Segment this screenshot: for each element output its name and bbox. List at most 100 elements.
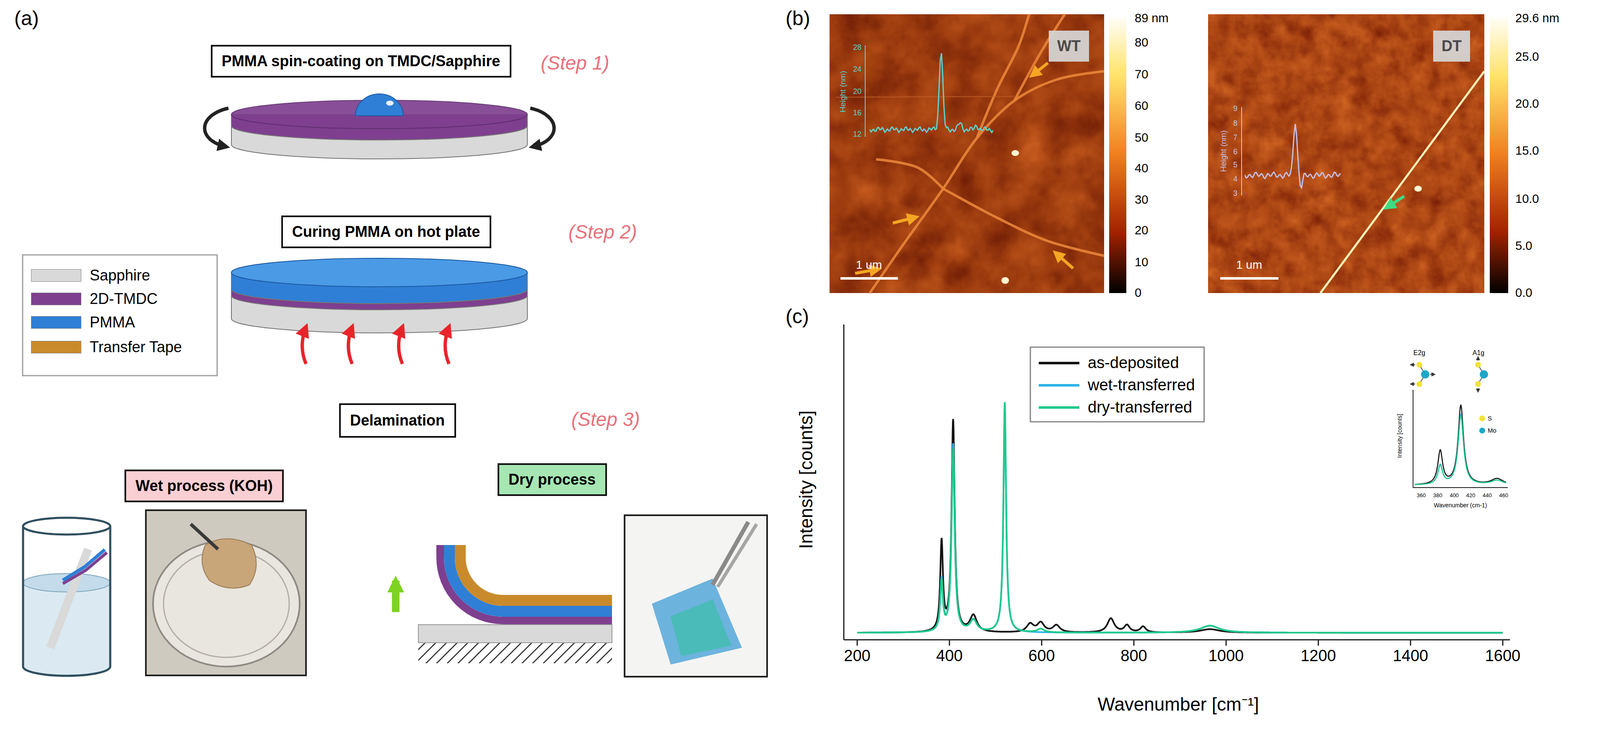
legend-swatch xyxy=(31,340,82,354)
peeled-layer xyxy=(460,544,612,601)
colorbar-tick: 60 xyxy=(1134,99,1149,113)
tape-film xyxy=(651,578,742,665)
vibration-arrow xyxy=(1410,383,1416,385)
axis-tick-mark xyxy=(1225,639,1227,646)
axis-tick: 460 xyxy=(1498,492,1509,499)
table-hatch xyxy=(418,642,612,664)
axis-title: Intensity [counts] xyxy=(796,410,817,549)
colorbar-tick: 20 xyxy=(1134,223,1149,238)
colorbar-tick: 5.0 xyxy=(1515,239,1533,253)
particle xyxy=(1414,185,1422,192)
inset-spectrum xyxy=(1414,414,1507,485)
panel-label: (b) xyxy=(785,7,811,30)
axis-tick: 16 xyxy=(853,108,862,118)
annotation-arrow xyxy=(892,217,916,224)
legend-frame xyxy=(1030,347,1205,422)
colorbar-tick: 30 xyxy=(1134,193,1149,207)
vibration-arrow xyxy=(1477,357,1479,361)
axis-tick: 360 xyxy=(1416,492,1427,499)
axis-tick: 4 xyxy=(1233,175,1238,184)
axis-tick: 9 xyxy=(1233,104,1238,114)
height-profile xyxy=(1244,124,1341,188)
legend-label: Transfer Tape xyxy=(89,338,182,356)
heat-arrow xyxy=(398,326,403,364)
sapphire-piece xyxy=(50,549,89,648)
tweezers xyxy=(717,523,757,587)
panel-label: (c) xyxy=(785,305,810,328)
axis-tick: 12 xyxy=(853,130,862,139)
inset-axis xyxy=(1413,487,1508,488)
rotation-arrow xyxy=(530,108,555,147)
annotation-arrow xyxy=(1386,196,1405,208)
axis-tick-mark xyxy=(1133,639,1135,646)
sulfur-atom xyxy=(1479,415,1486,422)
beaker-outline xyxy=(23,526,111,676)
rotation-arrow xyxy=(204,108,229,147)
legend-label: dry-transferred xyxy=(1087,398,1193,417)
legend-label: as-deposited xyxy=(1087,354,1180,372)
film-sample xyxy=(202,538,257,589)
legend-label: Sapphire xyxy=(89,267,151,284)
atom-label: S xyxy=(1487,414,1492,423)
axis-tick: 380 xyxy=(1433,492,1443,499)
legend-label: wet-transferred xyxy=(1087,376,1196,395)
particle xyxy=(1001,277,1009,284)
colorbar xyxy=(1109,14,1127,294)
heat-arrow xyxy=(302,326,306,364)
peeled-layer xyxy=(440,544,612,621)
axis-tick-mark xyxy=(856,639,859,646)
axis-tick-mark xyxy=(1317,639,1320,646)
tweezers xyxy=(190,523,218,550)
heat-arrow xyxy=(445,326,449,364)
mode-label: E2g xyxy=(1413,349,1426,357)
colorbar-tick: 20.0 xyxy=(1515,97,1539,111)
colorbar-tick: 50 xyxy=(1134,131,1149,145)
colorbar-tick: 10 xyxy=(1134,255,1149,270)
box-text: DT xyxy=(1441,37,1462,55)
axis-tick: 400 xyxy=(936,647,963,665)
vibration-arrow xyxy=(1410,364,1416,366)
colorbar-tick: 25.0 xyxy=(1515,50,1539,64)
photo-frame xyxy=(624,515,768,677)
axis-tick: 1600 xyxy=(1485,647,1521,665)
colorbar-tick: 0 xyxy=(1134,286,1142,300)
inset-spectrum xyxy=(1414,415,1507,485)
drop-highlight xyxy=(386,100,394,106)
heat-arrow xyxy=(348,326,353,364)
process-box: Wet process (KOH) xyxy=(124,469,284,503)
inset-axis xyxy=(1241,106,1243,196)
colorbar-tick: 15.0 xyxy=(1515,144,1539,158)
peeled-layer xyxy=(449,544,612,612)
inset-axis xyxy=(1412,389,1414,488)
molybdenum-atom xyxy=(1479,427,1486,434)
axis-tick: 8 xyxy=(1233,119,1238,128)
box-text: PMMA spin-coating on TMDC/Sapphire xyxy=(221,52,501,70)
height-profile xyxy=(869,53,994,133)
axis-tick-mark xyxy=(1410,639,1412,646)
colorbar-tick: 70 xyxy=(1134,67,1149,82)
atom-label: Mo xyxy=(1487,427,1497,435)
axis-tick: 5 xyxy=(1233,160,1238,170)
sulfur-atom xyxy=(1475,381,1481,387)
box-text: Delamination xyxy=(350,411,445,429)
raman-spectrum xyxy=(857,401,1503,633)
beaker-rim xyxy=(23,517,111,535)
scale-bar-label: 1 um xyxy=(855,258,882,272)
axis-tick: 800 xyxy=(1120,647,1147,665)
sample-tag: DT xyxy=(1433,30,1471,62)
legend-swatch xyxy=(31,316,82,329)
axis-tick: 24 xyxy=(853,65,862,74)
axis-tick: 200 xyxy=(843,647,871,665)
legend-line-sample xyxy=(1038,383,1080,387)
legend-swatch xyxy=(31,292,82,306)
mode-label: A1g xyxy=(1472,349,1485,357)
wrinkle xyxy=(943,188,1105,256)
inset-axis xyxy=(864,45,866,137)
axis-tick: 1400 xyxy=(1392,647,1429,665)
scale-bar-label: 1 um xyxy=(1236,258,1263,272)
annotation-arrow xyxy=(1032,62,1048,76)
axis-tick: 6 xyxy=(1233,147,1238,157)
